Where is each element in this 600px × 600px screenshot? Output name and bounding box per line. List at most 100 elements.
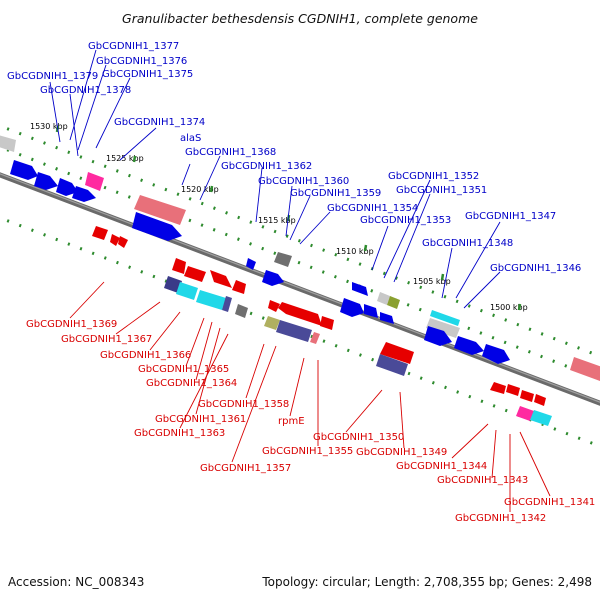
tick-label-1525: 1525 kbp bbox=[106, 154, 144, 163]
gene-label-1374: GbCGDNIH1_1374 bbox=[114, 117, 205, 128]
gene-label-1347: GbCGDNIH1_1347 bbox=[465, 211, 556, 222]
gene-label-1365: GbCGDNIH1_1365 bbox=[138, 364, 229, 375]
olive-feature bbox=[264, 316, 280, 330]
tick-mark-1525 bbox=[132, 155, 137, 163]
gene-label-1346: GbCGDNIH1_1346 bbox=[490, 263, 581, 274]
gene-label-alaS: alaS bbox=[180, 133, 201, 144]
cds-reverse-arrow bbox=[232, 280, 246, 294]
gene-label-1354: GbCGDNIH1_1354 bbox=[327, 203, 418, 214]
misc-feature bbox=[164, 276, 182, 293]
cds-reverse-arrow bbox=[268, 300, 280, 312]
misc-feature bbox=[376, 354, 408, 376]
gene-label-1375: GbCGDNIH1_1375 bbox=[102, 69, 193, 80]
reverse-labels: GbCGDNIH1_1369 GbCGDNIH1_1367 GbCGDNIH1_… bbox=[26, 281, 595, 524]
forward-labels: GbCGDNIH1_1377 GbCGDNIH1_1376 GbCGDNIH1_… bbox=[7, 41, 581, 309]
gene-label-1352: GbCGDNIH1_1352 bbox=[388, 171, 479, 182]
cds-reverse-arrow bbox=[118, 236, 128, 248]
cds-reverse-arrow bbox=[534, 394, 546, 406]
gene-label-1364: GbCGDNIH1_1364 bbox=[146, 378, 237, 389]
tick-mark-1510 bbox=[363, 244, 368, 252]
tick-label-1520: 1520 kbp bbox=[181, 185, 219, 194]
cds-forward-arrow bbox=[454, 336, 484, 355]
cds-reverse-arrow bbox=[210, 270, 232, 288]
cds-forward-small bbox=[262, 270, 284, 286]
gene-label-1379: GbCGDNIH1_1379 bbox=[7, 71, 98, 82]
cds-forward-arrow bbox=[34, 172, 58, 190]
gene-label-1357: GbCGDNIH1_1357 bbox=[200, 463, 291, 474]
misc-feature bbox=[276, 320, 312, 342]
gene-label-1378: GbCGDNIH1_1378 bbox=[40, 85, 131, 96]
gene-label-1353: GbCGDNIH1_1353 bbox=[360, 215, 451, 226]
cds-forward-arrow bbox=[482, 344, 510, 364]
cds-reverse-large bbox=[278, 302, 322, 326]
cds-forward-arrow bbox=[72, 186, 96, 202]
misc-feature bbox=[222, 296, 232, 312]
tick-label-1530: 1530 kbp bbox=[30, 122, 68, 131]
tick-mark-1505 bbox=[440, 273, 445, 281]
gene-label-1349: GbCGDNIH1_1349 bbox=[356, 447, 447, 458]
gene-label-1376: GbCGDNIH1_1376 bbox=[96, 56, 187, 67]
tick-label-1515: 1515 kbp bbox=[258, 216, 296, 225]
grey-feature bbox=[377, 292, 390, 305]
cds-reverse-arrow bbox=[92, 226, 108, 240]
cds-reverse-arrow bbox=[506, 384, 520, 396]
tick-label-1500: 1500 kbp bbox=[490, 303, 528, 312]
cds-reverse-large bbox=[380, 342, 414, 364]
trna-feature bbox=[516, 406, 534, 421]
gene-label-1367: GbCGDNIH1_1367 bbox=[61, 334, 152, 345]
cds-forward-small bbox=[246, 258, 256, 270]
genome-summary-text: Topology: circular; Length: 2,708,355 bp… bbox=[261, 575, 592, 589]
accession-text: Accession: NC_008343 bbox=[8, 575, 144, 589]
gene-label-1348: GbCGDNIH1_1348 bbox=[422, 238, 513, 249]
gene-label-1368: GbCGDNIH1_1368 bbox=[185, 147, 276, 158]
gene-label-1359: GbCGDNIH1_1359 bbox=[290, 188, 381, 199]
gene-label-rpmE: rpmE bbox=[278, 416, 305, 427]
gene-label-1361: GbCGDNIH1_1361 bbox=[155, 414, 246, 425]
tick-label-1505: 1505 kbp bbox=[413, 277, 451, 286]
olive-feature bbox=[387, 296, 400, 309]
cds-forward-large bbox=[132, 212, 182, 241]
cds-forward-arrow bbox=[0, 135, 16, 152]
cds-forward-arrow bbox=[424, 326, 452, 346]
cds-forward-arrow bbox=[56, 178, 78, 196]
map-title: Granulibacter bethesdensis CGDNIH1, comp… bbox=[122, 11, 478, 26]
forward-features bbox=[0, 135, 600, 381]
cds-reverse-arrow bbox=[184, 266, 206, 282]
gene-label-1369: GbCGDNIH1_1369 bbox=[26, 319, 117, 330]
cds-forward-arrow bbox=[340, 298, 364, 317]
cds-reverse-arrow bbox=[520, 390, 534, 402]
gene-label-1342: GbCGDNIH1_1342 bbox=[455, 513, 546, 524]
gene-label-1377: GbCGDNIH1_1377 bbox=[88, 41, 179, 52]
tick-mark-1520 bbox=[209, 185, 214, 193]
reverse-features bbox=[92, 226, 552, 426]
tick-mark-1500 bbox=[517, 303, 522, 311]
cds-forward-arrow bbox=[364, 304, 378, 318]
cds-reverse-arrow bbox=[110, 234, 120, 246]
other-feature bbox=[176, 282, 198, 300]
gene-label-1341: GbCGDNIH1_1341 bbox=[504, 497, 595, 508]
gene-label-1360: GbCGDNIH1_1360 bbox=[258, 176, 349, 187]
grey-feature bbox=[274, 252, 292, 267]
tick-label-1510: 1510 kbp bbox=[336, 247, 374, 256]
other-feature bbox=[196, 290, 226, 310]
gene-label-1363: GbCGDNIH1_1363 bbox=[134, 428, 225, 439]
cds-reverse-arrow bbox=[172, 258, 186, 274]
cds-reverse-arrow bbox=[320, 316, 334, 330]
other-feature bbox=[530, 410, 552, 426]
trna-feature bbox=[85, 172, 104, 191]
gene-label-1351: GbCGDNIH1_1351 bbox=[396, 185, 487, 196]
rrna-feature bbox=[570, 357, 600, 381]
genome-backbone-highlight bbox=[0, 173, 600, 403]
gene-label-1355: GbCGDNIH1_1355 bbox=[262, 446, 353, 457]
grey-feature bbox=[426, 318, 460, 338]
genome-backbone bbox=[0, 172, 600, 406]
cds-forward-arrow bbox=[352, 282, 368, 296]
rrna-feature bbox=[134, 195, 186, 225]
grey-feature bbox=[235, 304, 248, 318]
gene-label-1366: GbCGDNIH1_1366 bbox=[100, 350, 191, 361]
gene-label-1362: GbCGDNIH1_1362 bbox=[221, 161, 312, 172]
gene-label-1343: GbCGDNIH1_1343 bbox=[437, 475, 528, 486]
cds-reverse-arrow bbox=[490, 382, 506, 394]
rrna-feature bbox=[310, 332, 320, 344]
